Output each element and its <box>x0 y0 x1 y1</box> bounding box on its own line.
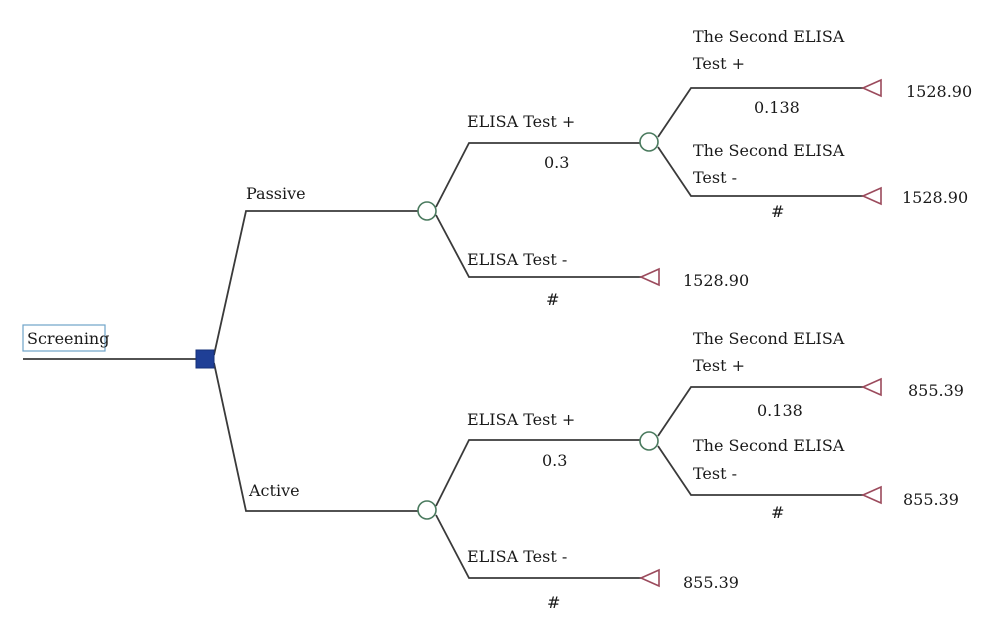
active-elisa-neg-edge <box>435 514 641 579</box>
active-second-neg-label-2: Test - <box>693 464 737 483</box>
active-second-chance-node[interactable] <box>639 431 659 451</box>
passive-elisa-neg-label: ELISA Test - <box>467 250 567 269</box>
active-second-pos-payoff: 855.39 <box>908 381 964 400</box>
passive-second-neg-edge <box>657 146 863 197</box>
active-elisa-neg-prob: # <box>547 593 560 612</box>
passive-elisa-neg-edge <box>435 214 641 278</box>
passive-second-pos-label-2: Test + <box>693 54 745 73</box>
active-elisa-pos-label: ELISA Test + <box>467 410 575 429</box>
root-label: Screening <box>27 329 109 348</box>
passive-second-neg-terminal[interactable] <box>861 186 882 206</box>
active-second-pos-label-1: The Second ELISA <box>693 329 845 348</box>
passive-edge <box>213 210 418 356</box>
passive-second-pos-prob: 0.138 <box>754 98 800 117</box>
active-second-neg-terminal[interactable] <box>861 485 882 505</box>
passive-second-neg-prob: # <box>771 202 784 221</box>
passive-second-pos-terminal[interactable] <box>861 78 882 98</box>
passive-second-pos-edge <box>657 87 863 138</box>
active-second-neg-payoff: 855.39 <box>903 490 959 509</box>
active-elisa-pos-prob: 0.3 <box>542 451 567 470</box>
active-second-neg-label-1: The Second ELISA <box>693 436 845 455</box>
active-label: Active <box>248 481 300 500</box>
passive-second-neg-label-2: Test - <box>693 168 737 187</box>
active-second-pos-label-2: Test + <box>693 356 745 375</box>
passive-elisa-pos-prob: 0.3 <box>544 153 569 172</box>
decision-node[interactable] <box>195 349 215 369</box>
active-edge <box>213 362 418 512</box>
passive-second-pos-payoff: 1528.90 <box>906 82 972 101</box>
passive-second-chance-node[interactable] <box>639 132 659 152</box>
active-second-neg-prob: # <box>771 503 784 522</box>
passive-elisa-neg-prob: # <box>546 290 559 309</box>
active-elisa-neg-payoff: 855.39 <box>683 573 739 592</box>
passive-second-neg-payoff: 1528.90 <box>902 188 968 207</box>
active-chance-node[interactable] <box>417 500 437 520</box>
root-label-box <box>22 324 106 352</box>
active-second-pos-prob: 0.138 <box>757 401 803 420</box>
active-elisa-neg-label: ELISA Test - <box>467 547 567 566</box>
active-second-pos-edge <box>657 386 863 437</box>
active-second-pos-terminal[interactable] <box>861 377 882 397</box>
active-elisa-pos-edge <box>435 439 641 507</box>
passive-elisa-pos-edge <box>435 142 641 208</box>
passive-chance-node[interactable] <box>417 201 437 221</box>
passive-elisa-neg-payoff: 1528.90 <box>683 271 749 290</box>
passive-second-pos-label-1: The Second ELISA <box>693 27 845 46</box>
passive-elisa-pos-label: ELISA Test + <box>467 112 575 131</box>
passive-label: Passive <box>246 184 306 203</box>
passive-elisa-neg-terminal[interactable] <box>639 267 660 287</box>
active-second-neg-edge <box>657 445 863 496</box>
passive-second-neg-label-1: The Second ELISA <box>693 141 845 160</box>
active-elisa-neg-terminal[interactable] <box>639 568 660 588</box>
